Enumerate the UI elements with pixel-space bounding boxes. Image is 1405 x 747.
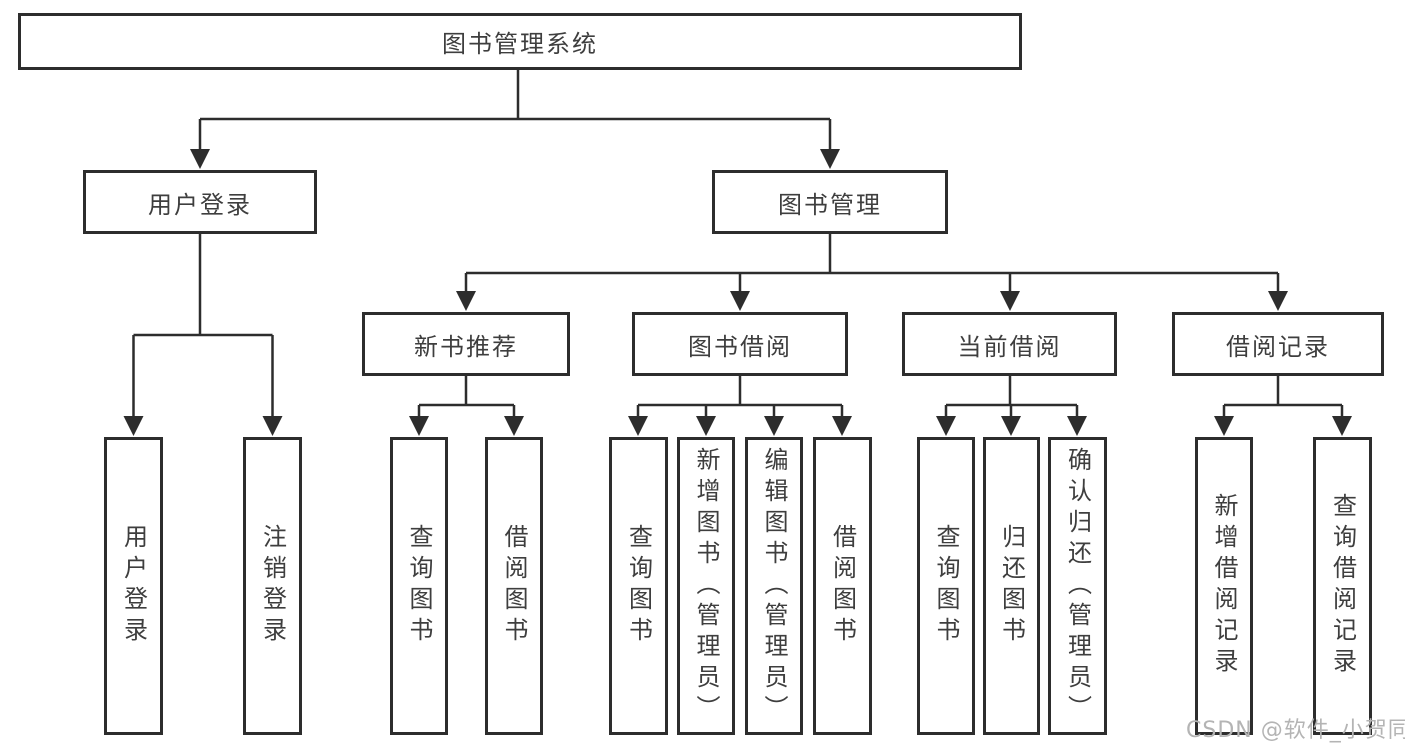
leaf-add-borrow-record: 新增借阅记录 [1195,437,1253,735]
leaf-edit-books-admin: 编辑图书（管理员） [745,437,803,735]
leaf-query-books: 查询图书 [917,437,975,735]
leaf-label: 确认归还（管理员） [1063,446,1092,726]
node-new-book-recommend: 新书推荐 [362,312,570,376]
leaf-label: 查询借阅记录 [1328,493,1357,679]
node-root-system: 图书管理系统 [18,13,1022,70]
leaf-query-books: 查询图书 [390,437,448,735]
node-book-borrow: 图书借阅 [632,312,848,376]
leaf-confirm-return-admin: 确认归还（管理员） [1048,437,1107,735]
leaf-label: 查询图书 [624,524,653,648]
leaf-label: 新增借阅记录 [1210,493,1238,679]
leaf-label: 注销登录 [258,524,287,648]
leaf-label: 归还图书 [997,524,1026,648]
leaf-label: 编辑图书（管理员） [760,446,788,726]
leaf-label: 新增图书（管理员） [692,446,720,726]
leaf-label: 用户登录 [119,524,148,648]
leaf-query-borrow-record: 查询借阅记录 [1313,437,1372,735]
node-book-management: 图书管理 [712,170,948,234]
leaf-label: 查询图书 [405,524,433,648]
node-user-login: 用户登录 [83,170,317,234]
leaf-label: 借阅图书 [828,524,857,648]
leaf-user-login: 用户登录 [104,437,163,735]
leaf-borrow-books: 借阅图书 [813,437,872,735]
leaf-logout: 注销登录 [243,437,302,735]
node-borrow-records: 借阅记录 [1172,312,1384,376]
leaf-label: 借阅图书 [500,524,528,648]
leaf-query-books: 查询图书 [609,437,668,735]
leaf-borrow-books: 借阅图书 [485,437,543,735]
leaf-add-books-admin: 新增图书（管理员） [677,437,735,735]
leaf-return-books: 归还图书 [983,437,1040,735]
csdn-watermark: CSDN @软件_小贺同学 [1186,718,1405,743]
leaf-label: 查询图书 [932,524,960,648]
node-current-borrow: 当前借阅 [902,312,1117,376]
